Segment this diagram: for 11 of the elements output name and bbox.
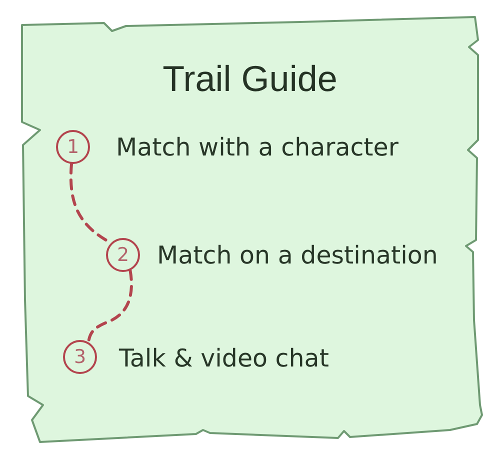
title: Trail Guide — [162, 58, 338, 100]
step-label: Match with a character — [116, 132, 398, 162]
step-circle — [63, 340, 97, 374]
dashed-connector — [87, 268, 133, 344]
step-label: Talk & video chat — [119, 343, 329, 373]
step-number: 3 — [74, 348, 86, 366]
step-number: 2 — [116, 246, 130, 264]
step-number: 1 — [66, 138, 80, 156]
step-label: Match on a destination — [157, 240, 438, 270]
step-circle — [106, 238, 140, 272]
step-circle — [56, 130, 90, 164]
